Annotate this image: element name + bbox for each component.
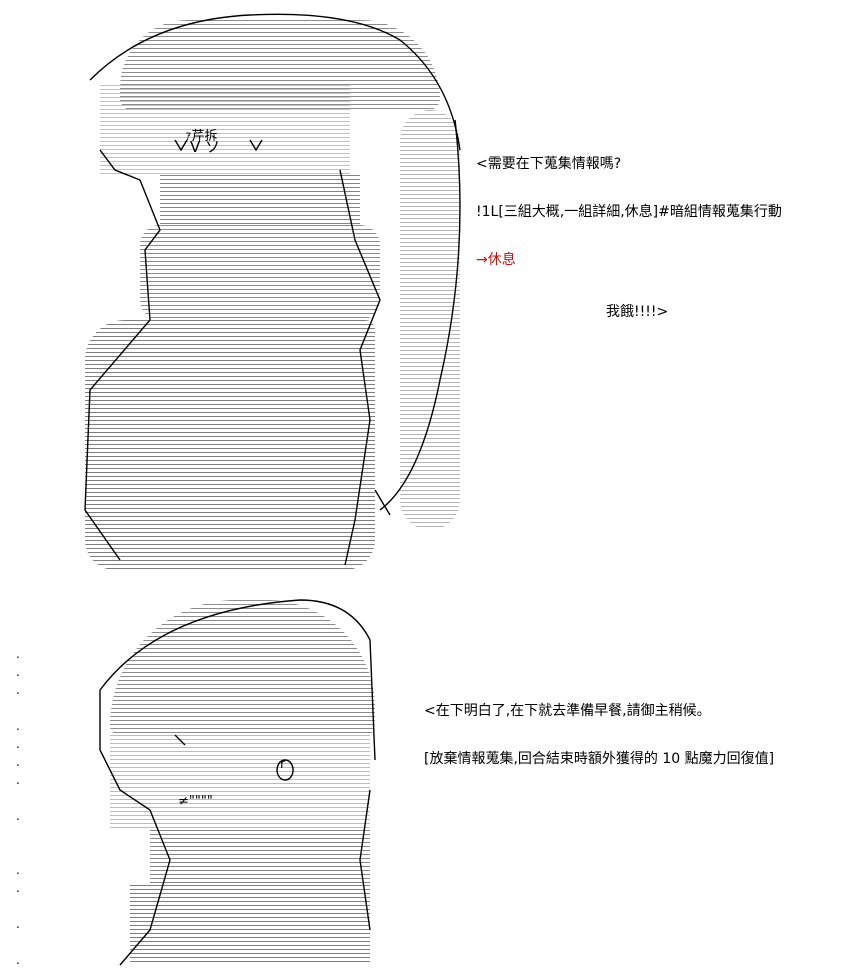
svg-text:r: r	[280, 757, 286, 772]
art-outline-1: V ソ ｧ芹拆	[84, 13, 461, 566]
dialog-line-reply: 我餓!!!!>	[606, 304, 669, 320]
dialog-line-effect: [放棄情報蒐集,回合結束時額外獲得的 10 點魔力回復值]	[424, 751, 775, 767]
dialog-line-options: !1L[三組大概,一組詳細,休息]#暗組情報蒐集行動	[476, 204, 782, 220]
art-torso-1	[85, 320, 375, 570]
dialog-line-question: <需要在下蒐集情報嗎?	[476, 156, 622, 172]
art-chest-1	[140, 225, 380, 320]
svg-text:ｧ芹拆: ｧ芹拆	[185, 129, 218, 144]
art-hair-1	[120, 20, 440, 110]
art-body-2	[130, 885, 370, 965]
art-left-dots-2: . . . . . . . . . . . .	[16, 647, 20, 967]
dialog-line-response: <在下明白了,在下就去準備早餐,請御主稍候。	[424, 703, 711, 719]
dialog-panel-1: <需要在下蒐集情報嗎? !1L[三組大概,一組詳細,休息]#暗組情報蒐集行動 →…	[476, 124, 782, 336]
svg-text:V ソ: V ソ	[190, 138, 220, 156]
dialog-panel-2: <在下明白了,在下就去準備早餐,請御主稍候。 [放棄情報蒐集,回合結束時額外獲得…	[424, 671, 774, 783]
art-collar-2	[150, 830, 370, 885]
dialog-line-choice: →休息	[476, 252, 516, 268]
art-collar-1	[160, 175, 360, 225]
art-face-2	[110, 735, 370, 830]
art-hair-strand-1	[400, 110, 460, 530]
art-face-1	[100, 85, 350, 175]
svg-text:≠"""": ≠""""	[178, 794, 213, 809]
